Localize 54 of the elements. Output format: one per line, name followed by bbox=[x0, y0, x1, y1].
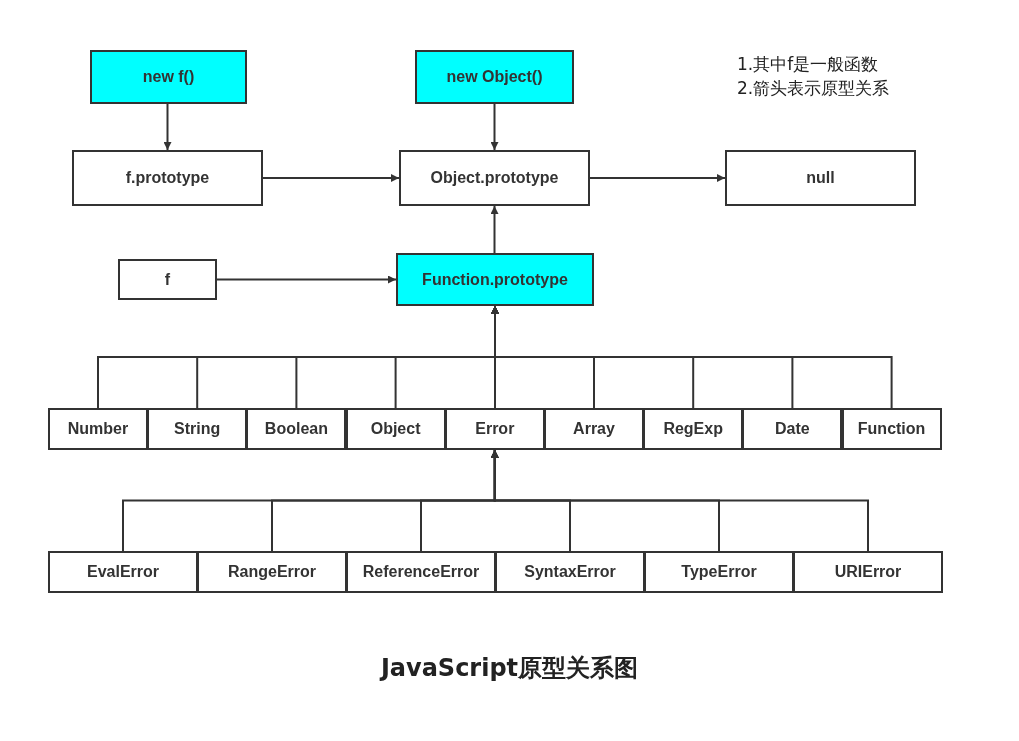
box-label: TypeError bbox=[681, 563, 757, 581]
class-box bbox=[495, 551, 645, 593]
arrow bbox=[216, 275, 397, 284]
box-label: RegExp bbox=[663, 420, 723, 438]
class-box bbox=[841, 408, 942, 450]
box-label: null bbox=[806, 169, 835, 187]
arrow bbox=[589, 174, 726, 182]
class-box bbox=[444, 408, 545, 450]
class-box bbox=[118, 259, 217, 300]
class-box bbox=[48, 408, 148, 450]
box-label: EvalError bbox=[86, 563, 159, 581]
box-label: Error bbox=[475, 420, 515, 438]
box-label: f.prototype bbox=[125, 169, 210, 187]
arrow bbox=[262, 174, 400, 182]
box-label: RangeError bbox=[228, 563, 316, 581]
box-label: f bbox=[164, 270, 171, 289]
box-label: new Object() bbox=[446, 68, 543, 86]
class-box bbox=[742, 408, 843, 450]
class-box bbox=[246, 408, 347, 450]
box-label: URIError bbox=[834, 563, 902, 581]
note-text: 1.其中f是一般函数 bbox=[737, 53, 880, 76]
class-box bbox=[399, 150, 590, 206]
box-label: Date bbox=[775, 420, 810, 438]
box-label: ReferenceError bbox=[362, 563, 480, 581]
class-box bbox=[544, 408, 644, 450]
class-box bbox=[643, 408, 744, 450]
box-label: Object bbox=[370, 420, 421, 438]
class-box bbox=[147, 408, 248, 450]
box-label: Object.prototype bbox=[430, 169, 559, 187]
class-box bbox=[396, 253, 594, 306]
note-text: 2.箭头表示原型关系 bbox=[737, 77, 890, 100]
arrow bbox=[490, 449, 869, 552]
class-box bbox=[793, 551, 943, 593]
class-box bbox=[345, 408, 446, 450]
class-box bbox=[72, 150, 263, 206]
box-label: String bbox=[174, 420, 221, 438]
box-label: Array bbox=[573, 420, 615, 438]
class-box bbox=[415, 50, 574, 104]
box-label: Function.prototype bbox=[422, 270, 568, 289]
class-box bbox=[644, 551, 794, 593]
box-label: Function bbox=[857, 420, 926, 438]
diagram-caption: JavaScript原型关系图 bbox=[380, 653, 639, 684]
arrow bbox=[163, 103, 172, 151]
class-box bbox=[346, 551, 496, 593]
class-box bbox=[48, 551, 198, 593]
class-box bbox=[197, 551, 347, 593]
box-label: Number bbox=[67, 420, 129, 438]
box-label: new f() bbox=[142, 68, 195, 86]
arrow bbox=[490, 205, 499, 254]
box-label: Boolean bbox=[264, 420, 328, 438]
class-box bbox=[90, 50, 247, 104]
class-box bbox=[725, 150, 916, 206]
box-label: SyntaxError bbox=[524, 563, 616, 581]
arrow bbox=[490, 103, 499, 151]
